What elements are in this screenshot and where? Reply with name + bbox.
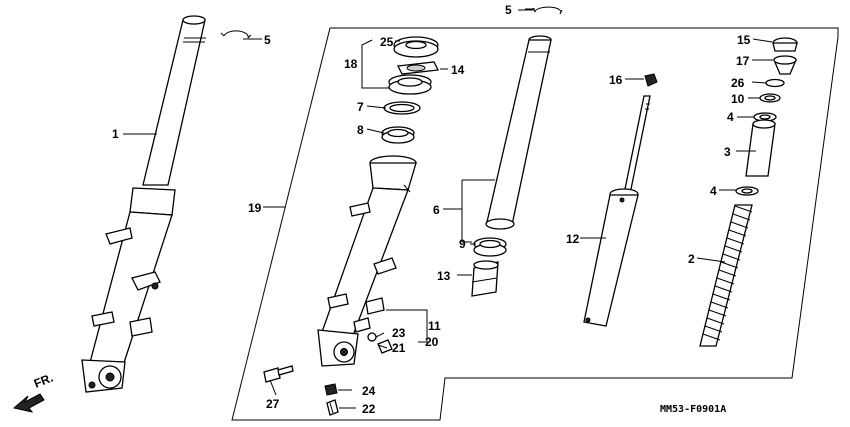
callout-11: 11 [428, 319, 441, 333]
callout-6: 6 [433, 203, 440, 217]
callout-9: 9 [459, 237, 466, 251]
callout-23: 23 [392, 326, 406, 340]
callout-26: 26 [731, 76, 745, 90]
callout-15: 15 [737, 33, 751, 47]
leader-lines [123, 8, 773, 409]
callout-22: 22 [362, 402, 376, 416]
drawing-code: MM53-F0901A [660, 404, 726, 415]
oil-lock-piece-drawing [471, 260, 499, 297]
callout-5-left: 5 [264, 33, 271, 47]
fork-slider-drawing [317, 155, 417, 367]
callout-13: 13 [437, 269, 451, 283]
inner-tube-drawing [485, 35, 552, 230]
callout-8: 8 [357, 123, 364, 137]
assembly-boundary [231, 27, 839, 421]
bushing-drawing [473, 237, 507, 257]
callout-19: 19 [248, 201, 262, 215]
callout-18: 18 [344, 57, 358, 71]
callout-24: 24 [362, 384, 376, 398]
oil-seal-stack-drawing [381, 36, 439, 144]
callout-25: 25 [380, 35, 394, 49]
callout-16: 16 [609, 73, 623, 87]
callout-12: 12 [566, 232, 580, 246]
callout-1: 1 [112, 127, 119, 141]
callout-2: 2 [688, 252, 695, 266]
front-direction-arrow: FR. [12, 371, 55, 413]
bolt-hardware-drawing [263, 332, 393, 416]
callout-numbers: 1 2 3 4 4 5 5 6 7 8 9 10 11 12 13 14 15 … [112, 3, 751, 416]
callout-4b: 4 [710, 184, 717, 198]
callout-4a: 4 [727, 110, 734, 124]
circlip-left-drawing [220, 30, 252, 39]
callout-14: 14 [451, 63, 465, 77]
circlip-top-drawing [532, 6, 563, 15]
callout-17: 17 [736, 54, 750, 68]
direction-label: FR. [32, 371, 55, 391]
callout-5-top: 5 [505, 3, 512, 17]
callout-27: 27 [266, 397, 280, 411]
callout-10: 10 [731, 92, 745, 106]
fork-tube-assembly-drawing [81, 15, 206, 393]
callout-7: 7 [357, 100, 364, 114]
callout-20: 20 [425, 335, 439, 349]
spring-stack-drawing [699, 37, 798, 347]
damper-rod-drawing [583, 73, 658, 327]
callout-21: 21 [392, 341, 406, 355]
callout-3: 3 [724, 145, 731, 159]
